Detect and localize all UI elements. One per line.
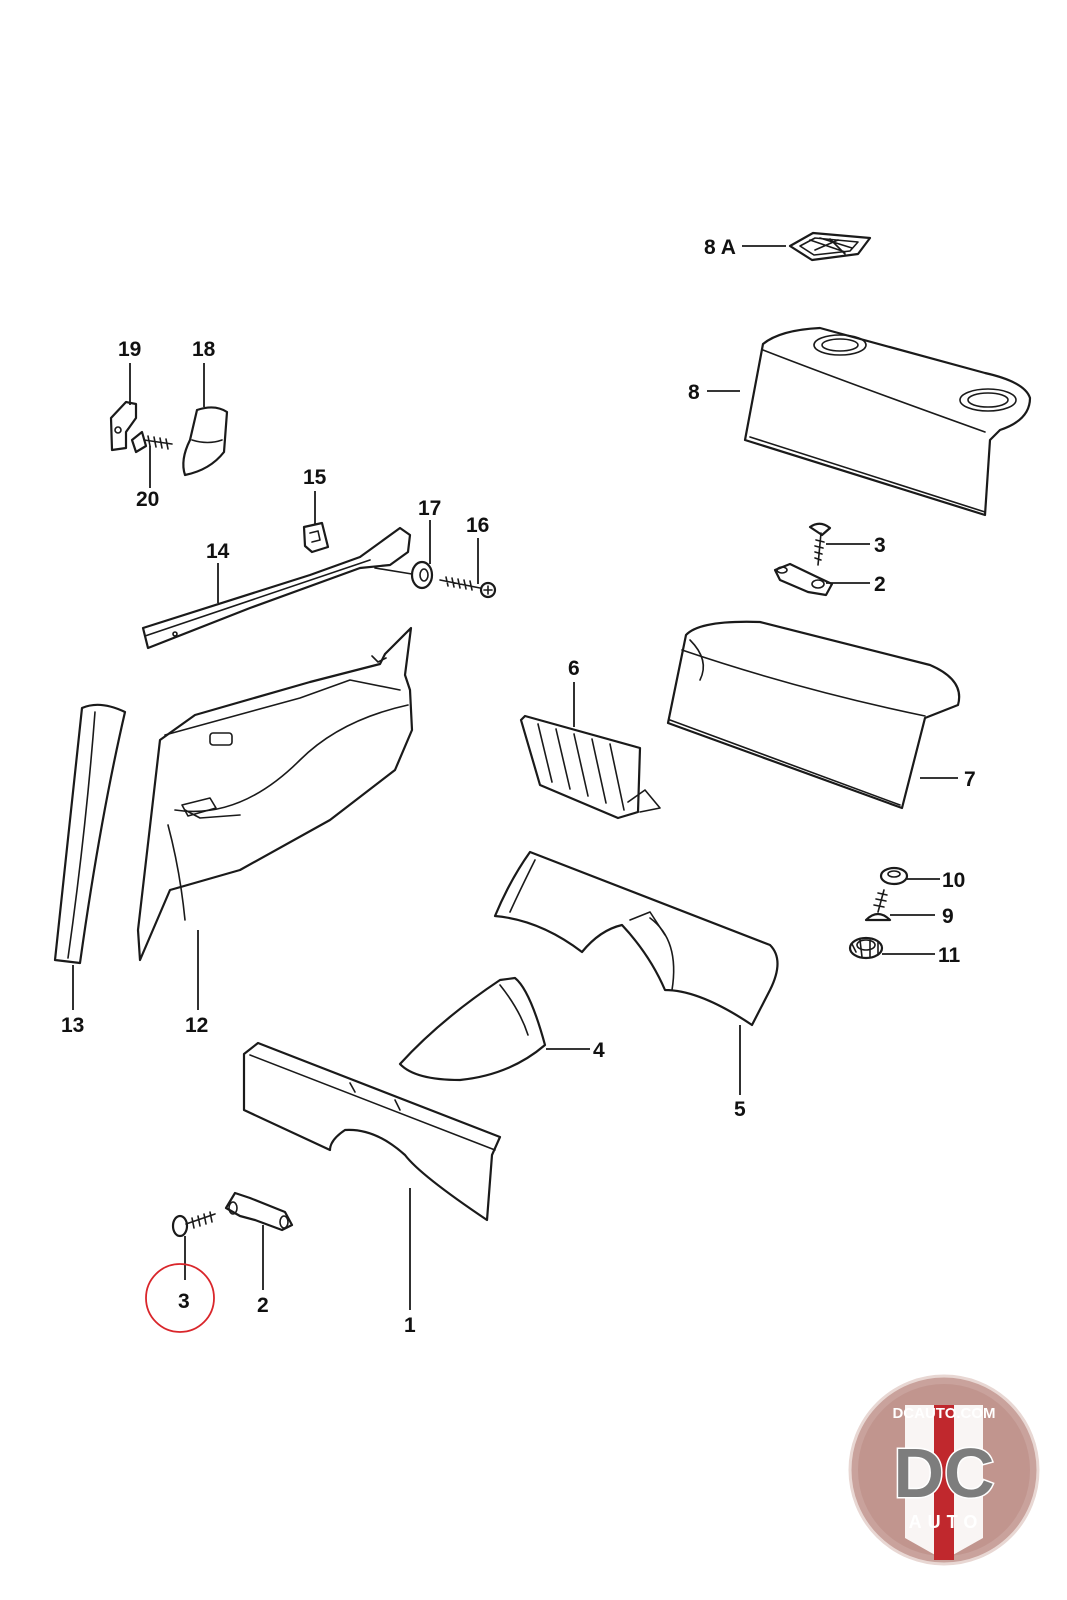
- part-4-panel: [398, 976, 547, 1082]
- logo-main-text: DC: [893, 1434, 994, 1512]
- part-20-bolt: [130, 430, 173, 454]
- part-17-grommet: [410, 560, 434, 590]
- callout-14: 14: [206, 540, 230, 563]
- callout-3-bottom: 3: [178, 1290, 190, 1313]
- callout-15: 15: [303, 466, 327, 489]
- callout-17: 17: [418, 497, 441, 520]
- callout-9: 9: [942, 905, 954, 928]
- logo-bottom-text: AUTO: [909, 1512, 984, 1532]
- part-10-nut: [879, 866, 909, 886]
- callout-7: 7: [964, 768, 976, 791]
- part-7-storage-bin: [666, 620, 961, 810]
- part-5-wide-panel: [493, 850, 779, 1027]
- callout-1: 1: [404, 1314, 416, 1337]
- callout-6: 6: [568, 657, 580, 680]
- callout-11: 11: [938, 944, 961, 967]
- callout-12: 12: [185, 1014, 208, 1037]
- dcauto-logo: DCAUTO.COM DC AUTO: [848, 1374, 1040, 1566]
- callout-20: 20: [136, 488, 159, 511]
- callout-18: 18: [192, 338, 216, 361]
- part-3-screw-lower: [171, 1211, 216, 1238]
- callout-5: 5: [734, 1098, 746, 1121]
- part-19-bracket: [109, 400, 138, 452]
- callout-2-top: 2: [874, 573, 886, 596]
- callout-19: 19: [118, 338, 141, 361]
- logo-top-text: DCAUTO.COM: [892, 1405, 995, 1422]
- callout-8: 8: [688, 381, 700, 404]
- part-6-vent-panel: [519, 714, 661, 820]
- callout-16: 16: [466, 514, 489, 537]
- callout-3-top: 3: [874, 534, 886, 557]
- part-13-pillar-trim: [53, 703, 127, 965]
- part-18-cover: [182, 406, 229, 477]
- part-14-trim-strip: [141, 526, 419, 650]
- callout-4: 4: [593, 1039, 605, 1062]
- part-9-screw: [864, 889, 892, 922]
- callout-10: 10: [942, 869, 965, 892]
- callout-2-bottom: 2: [257, 1294, 269, 1317]
- part-11-knob: [848, 936, 884, 960]
- leader-lines: [72, 245, 958, 1310]
- part-2-bracket-upper: [773, 562, 834, 597]
- part-15-clip: [302, 521, 330, 554]
- part-8a-grille: [788, 231, 872, 262]
- part-16-screw: [439, 576, 497, 599]
- highlight-circle: [145, 1263, 215, 1333]
- callout-8a: 8 A: [704, 236, 736, 259]
- part-3-screw-upper: [808, 522, 832, 566]
- part-1-lower-panel: [242, 1041, 502, 1222]
- part-8-rear-shelf: [743, 326, 1032, 517]
- callout-labels: 8 A 8 19 18 20 15 17 16 14 3 2 6 7 10 9 …: [61, 236, 976, 1337]
- callout-13: 13: [61, 1014, 84, 1037]
- part-12-side-panel: [136, 626, 414, 962]
- part-2-bracket-lower: [224, 1191, 294, 1232]
